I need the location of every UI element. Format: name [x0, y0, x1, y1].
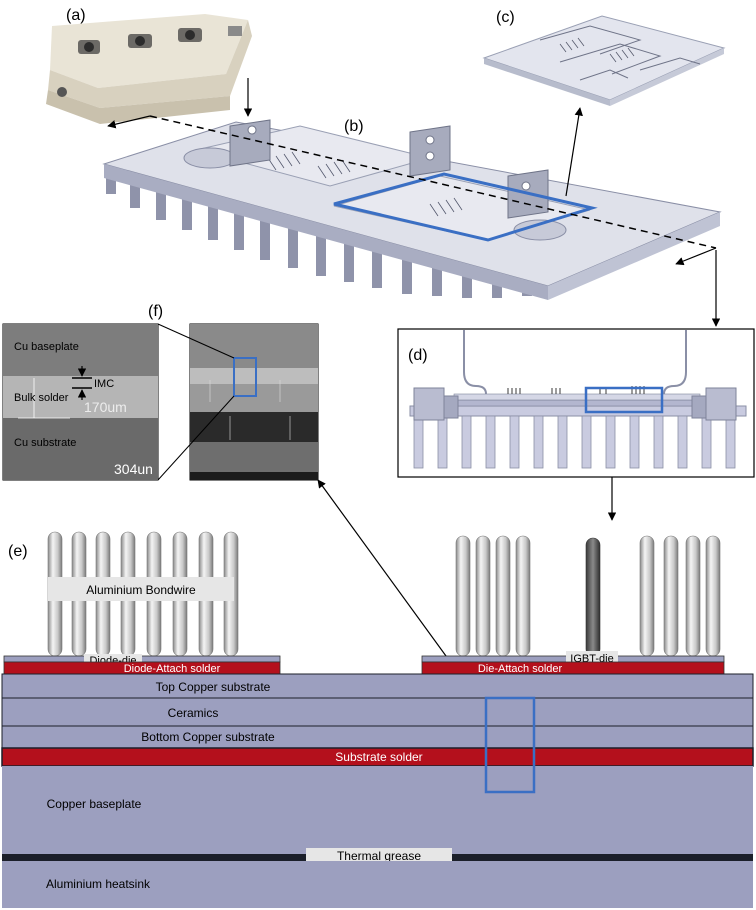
- igbt-die-label-box: [566, 651, 618, 664]
- sem-label-cu-substrate: Cu substrate: [14, 437, 76, 449]
- heatsink-assembly-3d: [102, 119, 722, 300]
- panel-label-f: (f): [148, 303, 163, 320]
- die-attach-solder: [421, 661, 725, 675]
- cut-arrow-right: [675, 247, 717, 266]
- zoom-line-bottom: [157, 395, 235, 481]
- layer-label-ceramics: Ceramics: [168, 706, 219, 720]
- sem-scale-reading: 304un: [114, 461, 153, 477]
- layer-label-top-copper: Top Copper substrate: [156, 680, 271, 694]
- cross-section-panel: [397, 328, 755, 478]
- panel-label-a: (a): [66, 7, 86, 24]
- section-cut-line: [149, 115, 717, 249]
- layer-heatsink: [2, 861, 753, 908]
- layer-label-bottom-copper: Bottom Copper substrate: [141, 730, 275, 744]
- layer-label-substrate-solder: Substrate solder: [335, 750, 422, 764]
- sem-overview-image: [189, 323, 319, 481]
- panel-label-d: (d): [408, 347, 428, 364]
- sem-label-bulk-solder: Bulk solder: [14, 392, 69, 404]
- arrow-b-to-c: [565, 107, 583, 197]
- layer-label-heatsink: Aluminium heatsink: [46, 877, 151, 891]
- layer-ceramics: [1, 697, 754, 727]
- cut-arrow-left: [107, 115, 151, 129]
- sem-label-imc: IMC: [94, 378, 114, 390]
- zoom-line-top: [157, 323, 235, 359]
- sem-label-cu-baseplate: Cu baseplate: [14, 341, 79, 353]
- layer-label-bondwire: Aluminium Bondwire: [86, 583, 196, 597]
- layer-label-diode-attach: Diode-Attach solder: [124, 663, 221, 675]
- bondwires-igbt: [455, 535, 721, 657]
- power-module-photo: [46, 14, 252, 124]
- layer-bottom-copper: [1, 725, 754, 749]
- layer-label-die-attach: Die-Attach solder: [478, 663, 563, 675]
- highlight-box-f: [233, 357, 257, 397]
- layer-top-copper: [1, 673, 754, 699]
- panel-label-e: (e): [8, 543, 28, 560]
- sem-thickness-reading: 170um: [84, 399, 127, 415]
- highlight-box-d: [584, 386, 664, 414]
- thermal-grease-label-box: [306, 848, 452, 864]
- panel-label-c: (c): [496, 9, 515, 26]
- panel-label-b: (b): [344, 118, 364, 135]
- highlight-box-e: [484, 696, 536, 794]
- sem-closeup-image: [2, 323, 159, 481]
- bondwire-label-box: [48, 577, 234, 601]
- layer-copper-baseplate: [2, 766, 753, 854]
- substrate-layout-3d: [482, 15, 726, 106]
- layer-label-copper-baseplate: Copper baseplate: [47, 797, 142, 811]
- layer-label-thermal-grease: Thermal grease: [337, 849, 421, 863]
- highlight-box-b: [333, 172, 598, 242]
